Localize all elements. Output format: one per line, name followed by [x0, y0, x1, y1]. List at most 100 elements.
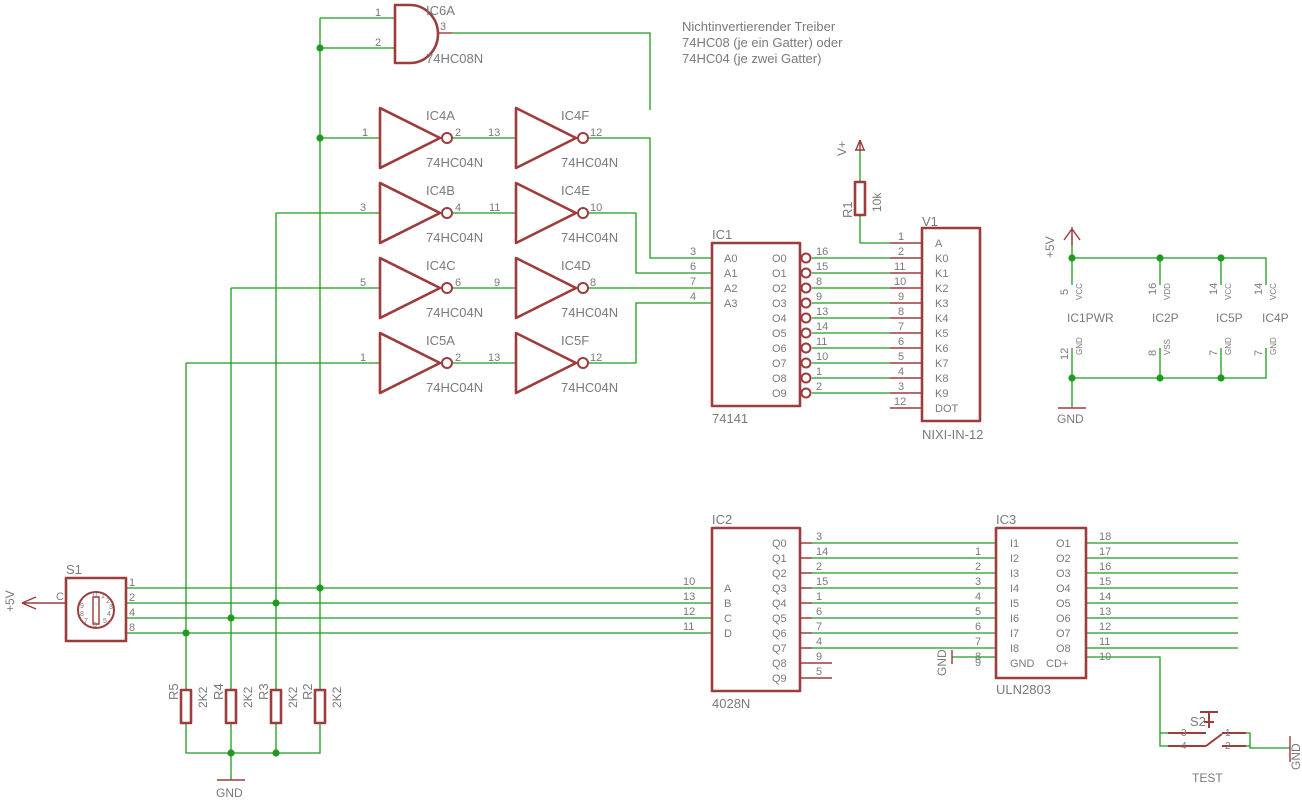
pin-number: 14	[1253, 283, 1265, 295]
pin-number: 6	[816, 606, 822, 618]
component-value: 74HC04N	[426, 230, 483, 245]
pin-number: 4	[975, 591, 981, 603]
dial-digit: 7	[84, 618, 88, 625]
component-name: R5	[166, 683, 181, 700]
dial-digit: 5	[103, 618, 107, 625]
supply-label: +5V	[3, 590, 17, 612]
inverter-ic5f: IC5F 74HC04N 13 12	[488, 331, 618, 395]
power-block-name: IC2P	[1152, 311, 1179, 325]
pin-number: 4	[898, 366, 904, 378]
pin-number: 13	[683, 591, 695, 603]
component-value: 2K2	[286, 686, 300, 708]
ic3-uln2803: IC3 ULN2803 GND I1 I2 I3 I4 I5 I6 I7 I8 …	[935, 512, 1111, 697]
pin-label: K5	[935, 328, 948, 340]
component-name: S1	[66, 562, 82, 577]
pin-label: O5	[772, 328, 787, 340]
ground-label: GND	[216, 786, 243, 800]
pin-number: 4	[816, 636, 822, 648]
pin-number: 11	[683, 621, 694, 633]
power-blocks: +5V GND IC1PWR IC2P IC5P IC4P 5 16 14 14…	[1043, 227, 1289, 426]
pin-number: 11	[816, 336, 827, 348]
pin-label: I3	[1010, 568, 1019, 580]
component-name: IC4B	[426, 183, 455, 198]
pin-label: K8	[935, 373, 948, 385]
component-value: ULN2803	[996, 682, 1051, 697]
junctions	[182, 44, 1225, 757]
pin-label: O4	[772, 313, 787, 325]
component-value: 2K2	[330, 686, 344, 708]
component-name: IC1	[712, 227, 732, 242]
pin-number: 9	[494, 277, 500, 289]
pin-number: 10	[590, 202, 602, 214]
component-value: 74HC04N	[561, 305, 618, 320]
note-line: 74HC04 (je zwei Gatter)	[682, 51, 821, 66]
inverter-ic4c: IC4C 74HC04N 5 6	[360, 256, 483, 320]
dial-digit: 0	[93, 592, 97, 599]
pin-label: O3	[772, 298, 787, 310]
ground-label: GND	[1057, 412, 1084, 426]
pin-number: 3	[360, 202, 366, 214]
pin-number: 6	[975, 621, 981, 633]
wires	[126, 17, 1290, 780]
pin-label: GND	[1075, 337, 1084, 355]
pin-number: 3	[1181, 728, 1187, 739]
pin-number: 2	[1225, 741, 1231, 752]
pin-label: O2	[1056, 553, 1071, 565]
component-name: S2	[1190, 714, 1206, 729]
pin-label: Q4	[772, 598, 787, 610]
note-line: Nichtinvertierender Treiber	[682, 19, 836, 34]
pin-number: 1	[1225, 728, 1231, 739]
pin-label: Q1	[772, 553, 787, 565]
s2-test-button: S2 TEST 3 4 1 2 GND	[1168, 711, 1302, 785]
pin-number: 1	[816, 591, 822, 603]
pin-number: 13	[488, 127, 500, 139]
pin-number: 12	[683, 606, 695, 618]
pin-number: 11	[894, 261, 905, 273]
pin-number: 9	[898, 291, 904, 303]
pin-label: CD+	[1046, 658, 1068, 670]
inverter-ic4e: IC4E 74HC04N 11 10	[489, 181, 618, 245]
pin-number: 7	[898, 321, 904, 333]
component-value: 74HC08N	[426, 51, 483, 66]
pin-number: 15	[1099, 576, 1111, 588]
pin-label: I2	[1010, 553, 1019, 565]
pin-number: 1	[360, 352, 366, 364]
pin-number: 16	[1147, 283, 1159, 295]
pin-number: 3	[816, 531, 822, 543]
pin-label: K4	[935, 313, 948, 325]
power-block-name: IC1PWR	[1067, 311, 1114, 325]
pin-number: 1	[975, 546, 981, 558]
pin-label: GND	[1010, 658, 1035, 670]
component-name: IC5F	[561, 333, 589, 348]
pin-label: I5	[1010, 598, 1019, 610]
component-value: 74141	[712, 411, 748, 426]
pulldown-resistors: R5 2K2 R4 2K2 R3 2K2 R2 2K2 GND	[166, 683, 344, 800]
component-name: R3	[256, 683, 271, 700]
ic2-4028n: IC2 4028N A B C D 10 13 12 11 Q0 Q1 Q2 Q…	[683, 512, 832, 711]
pin-label: K6	[935, 343, 948, 355]
component-name: R4	[211, 683, 226, 700]
pin-label: O3	[1056, 568, 1071, 580]
supply-label: +5V	[1043, 236, 1057, 258]
pin-number: 4	[455, 202, 461, 214]
pin-number: 7	[1208, 350, 1220, 356]
pin-number: 6	[455, 277, 461, 289]
pin-label: K7	[935, 358, 948, 370]
component-name: IC2	[712, 512, 732, 527]
pin-number: 7	[816, 621, 822, 633]
pin-label: VCC	[1269, 283, 1278, 300]
pin-label: VDD	[1163, 283, 1172, 300]
pin-number: 15	[816, 576, 828, 588]
and-gate-ic6a: IC6A 74HC08N 1 2 3	[375, 3, 483, 66]
pin-number: 7	[975, 636, 981, 648]
pin-label: O8	[1056, 643, 1071, 655]
component-name: IC6A	[426, 3, 455, 18]
pin-label: I7	[1010, 628, 1019, 640]
pin-number: 5	[1059, 289, 1071, 295]
component-value: 2K2	[241, 686, 255, 708]
pin-number: 13	[1099, 606, 1111, 618]
component-value: 74HC04N	[426, 380, 483, 395]
pin-number: 14	[1099, 591, 1111, 603]
pin-label: K9	[935, 388, 948, 400]
